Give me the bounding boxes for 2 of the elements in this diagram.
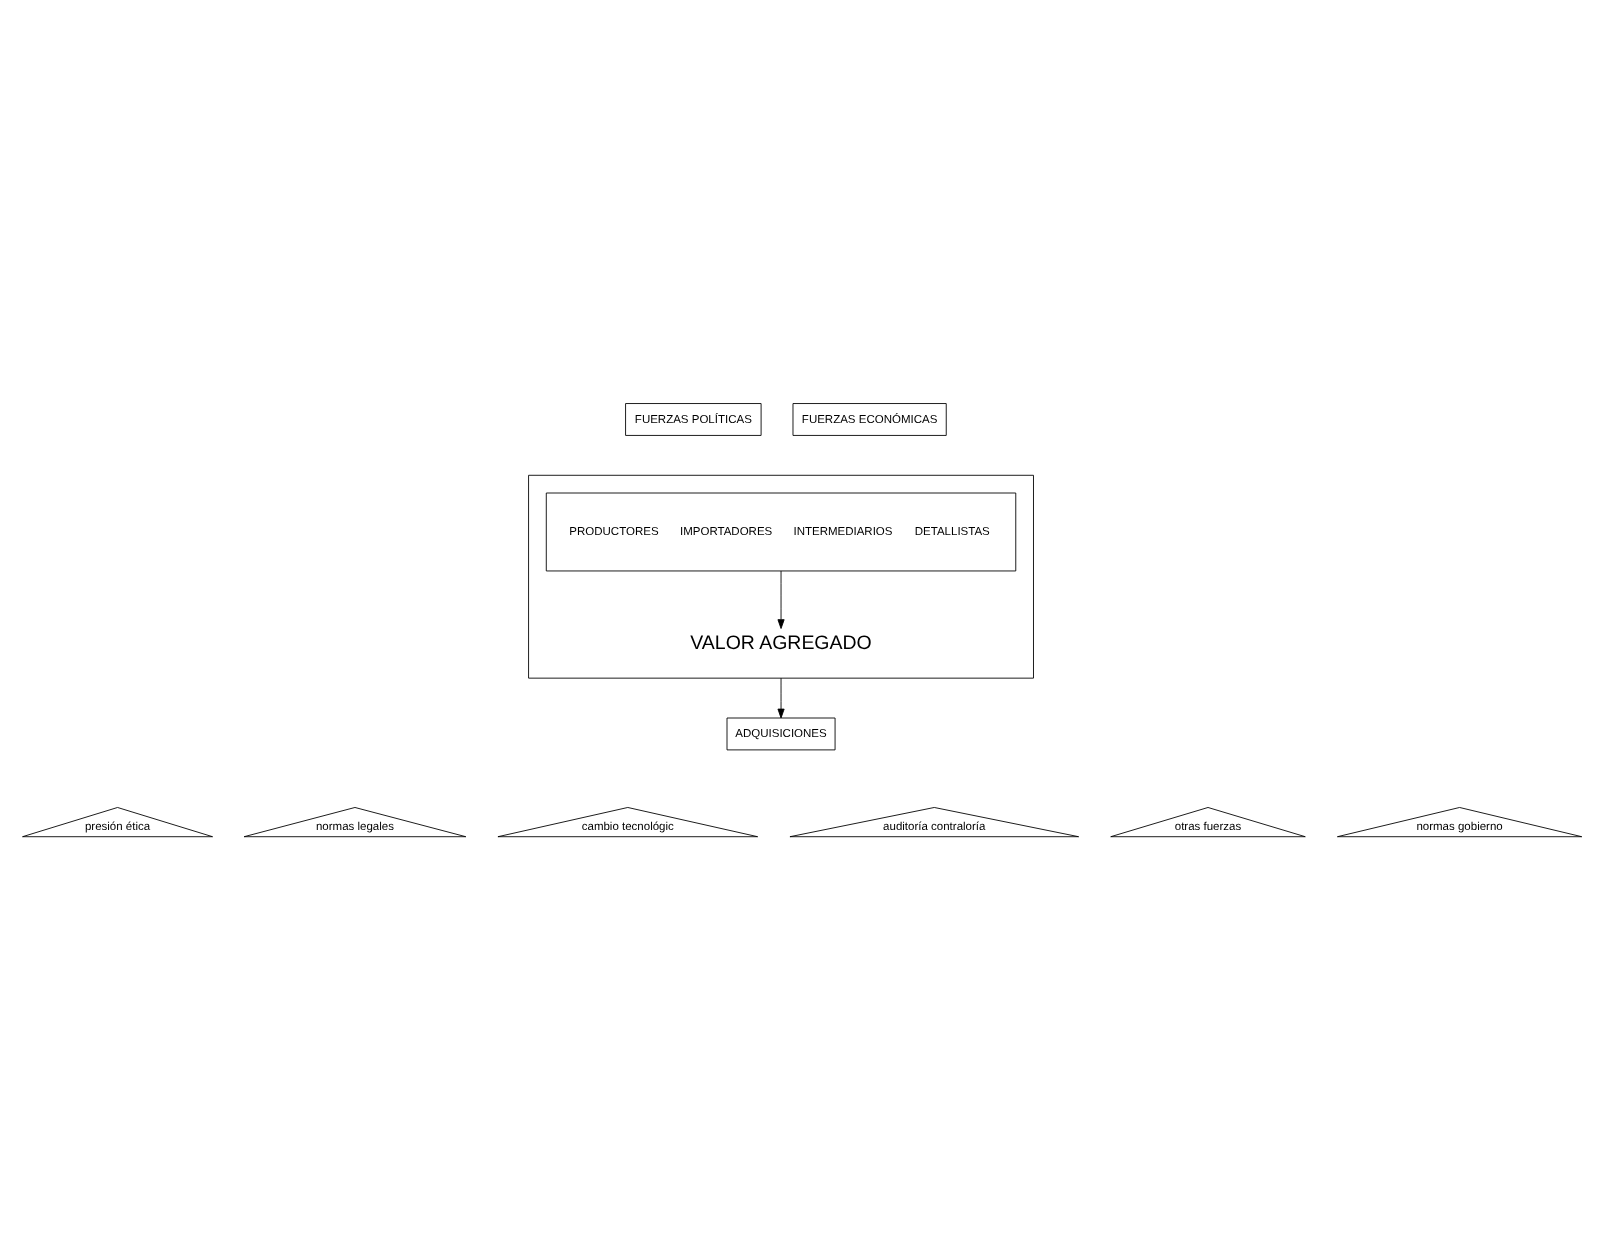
arrow	[777, 570, 785, 629]
arrow	[777, 677, 785, 719]
